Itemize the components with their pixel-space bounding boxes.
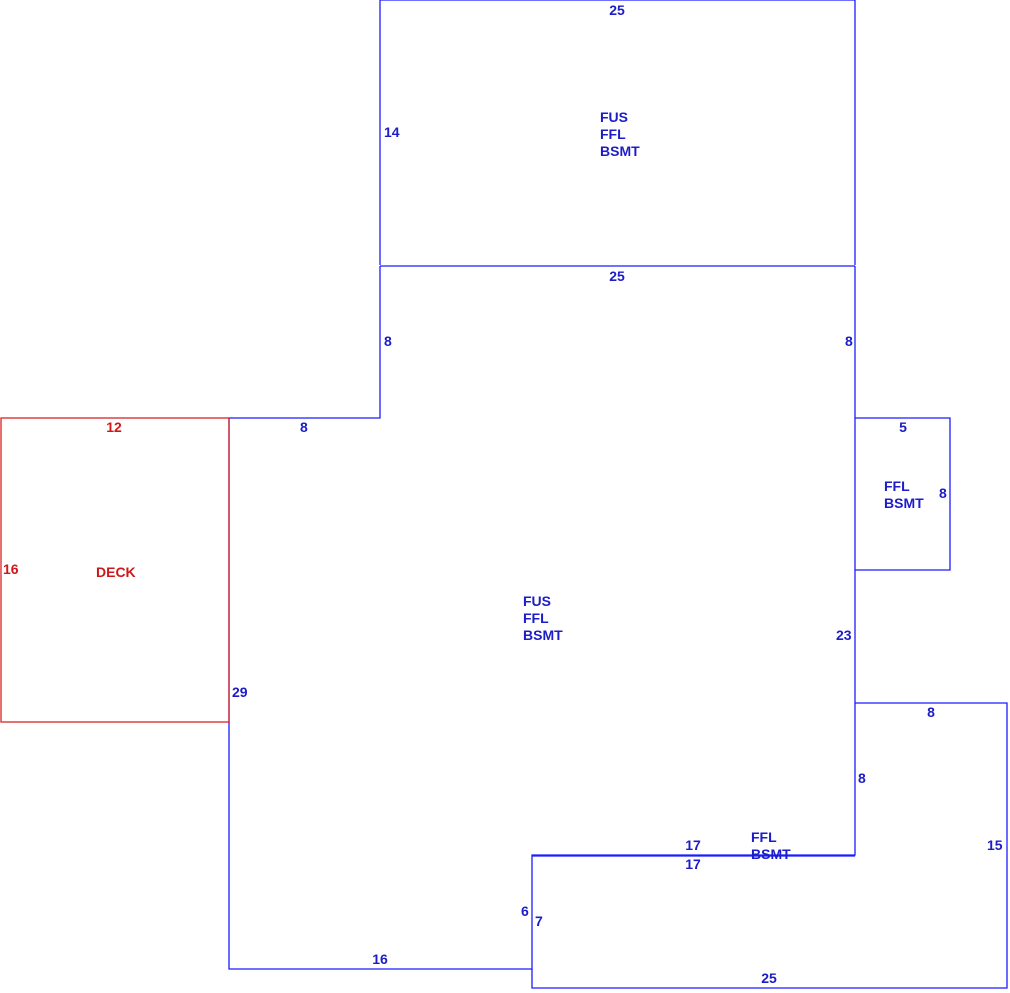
main-section: 8 8 8 29 23 16 6 FUS FFL BSMT bbox=[228, 266, 856, 970]
lower-wing-left-dimension: 8 bbox=[858, 770, 866, 786]
lower-wing-label-ffl: FFL bbox=[751, 829, 777, 845]
lower-wing-left-side-dimension: 7 bbox=[535, 913, 543, 929]
upper-section: 25 14 25 FUS FFL BSMT bbox=[379, 0, 856, 284]
deck-section: 12 16 DECK bbox=[0, 417, 230, 723]
deck-top-dimension: 12 bbox=[106, 419, 122, 435]
main-label-fus: FUS bbox=[523, 593, 551, 609]
bump-out-right-dimension: 8 bbox=[939, 485, 947, 501]
main-right-dimension: 23 bbox=[836, 627, 852, 643]
upper-label-ffl: FFL bbox=[600, 126, 626, 142]
bump-out-label-ffl: FFL bbox=[884, 478, 910, 494]
upper-label-fus: FUS bbox=[600, 109, 628, 125]
main-ledge-dimension: 8 bbox=[300, 419, 308, 435]
deck-outline bbox=[0, 417, 230, 723]
main-right-upper-dimension: 8 bbox=[845, 333, 853, 349]
lower-wing-outline bbox=[531, 702, 1008, 989]
bump-out-label-bsmt: BSMT bbox=[884, 495, 924, 511]
bump-out-top-dimension: 5 bbox=[899, 419, 907, 435]
main-label-ffl: FFL bbox=[523, 610, 549, 626]
lower-wing-top-dimension: 8 bbox=[927, 704, 935, 720]
upper-left-dimension: 14 bbox=[384, 124, 400, 140]
lower-wing-section: 8 8 15 25 17 17 7 FFL BSMT bbox=[531, 702, 1008, 989]
lower-wing-right-dimension: 15 bbox=[987, 837, 1003, 853]
upper-section-outline bbox=[379, 0, 856, 265]
bump-out-section: 5 8 FFL BSMT bbox=[855, 417, 951, 571]
main-left-upper-dimension: 8 bbox=[384, 333, 392, 349]
main-notch-dimension: 6 bbox=[521, 903, 529, 919]
upper-top-dimension: 25 bbox=[609, 2, 625, 18]
main-section-outline bbox=[228, 266, 856, 970]
lower-wing-inner-top-dimension-b: 17 bbox=[685, 856, 701, 872]
upper-bottom-dimension: 25 bbox=[609, 268, 625, 284]
main-bottom-dimension: 16 bbox=[372, 951, 388, 967]
deck-left-dimension: 16 bbox=[3, 561, 19, 577]
lower-wing-inner-top-dimension-a: 17 bbox=[685, 837, 701, 853]
bump-out-outline bbox=[855, 417, 951, 571]
main-label-bsmt: BSMT bbox=[523, 627, 563, 643]
upper-label-bsmt: BSMT bbox=[600, 143, 640, 159]
lower-wing-label-bsmt: BSMT bbox=[751, 846, 791, 862]
lower-wing-bottom-dimension: 25 bbox=[761, 970, 777, 986]
deck-label: DECK bbox=[96, 564, 136, 580]
main-left-dimension: 29 bbox=[232, 684, 248, 700]
